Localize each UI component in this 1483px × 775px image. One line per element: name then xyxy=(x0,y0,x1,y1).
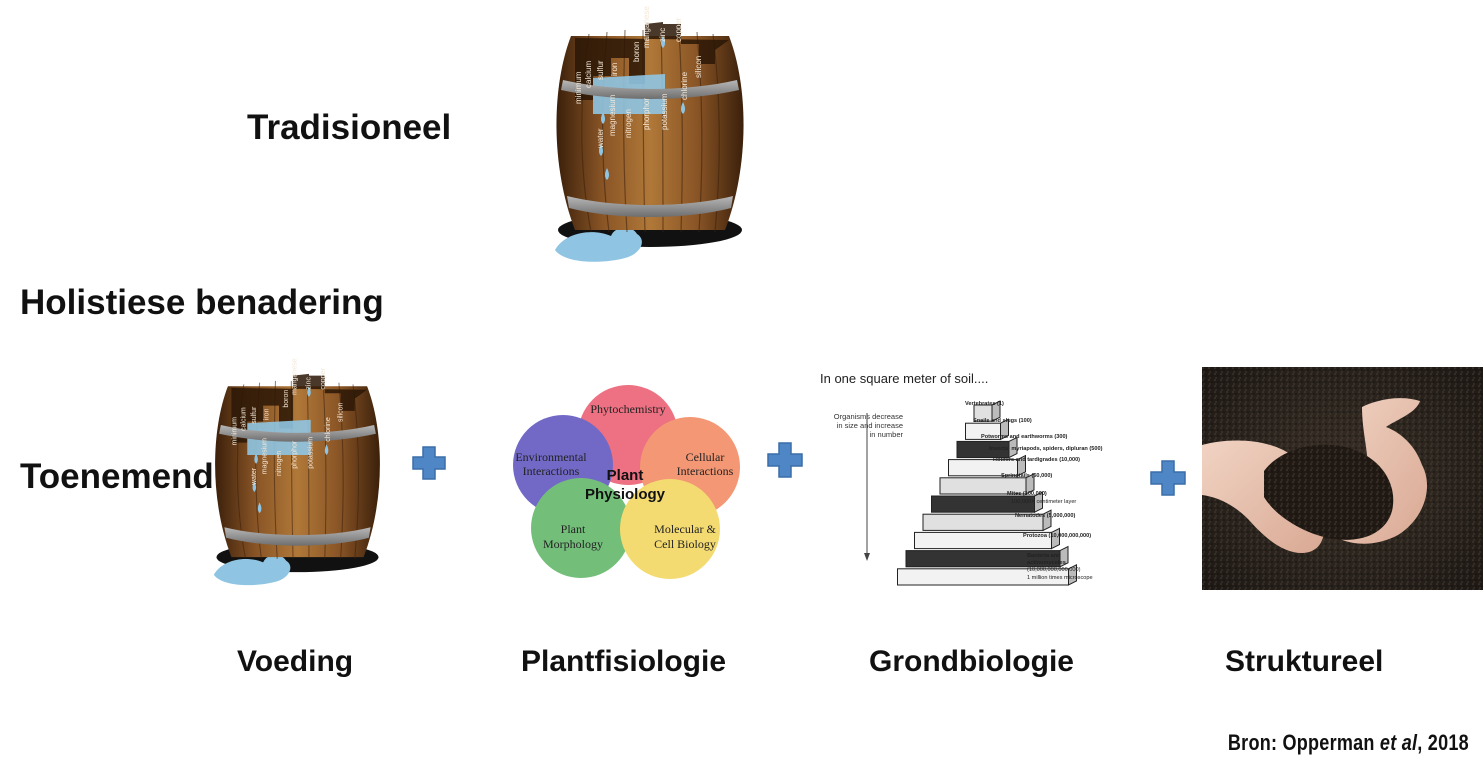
barrel-stave-label: boron xyxy=(283,390,290,408)
barrel-stave-label: phorphor xyxy=(642,98,651,130)
pyramid-level-label: Nematodes (5,000,000) xyxy=(1015,513,1075,519)
arrow-down-icon xyxy=(864,553,870,561)
barrel-stave-label: zinc xyxy=(306,377,313,390)
barrel-stave-label: nitrogen xyxy=(276,451,283,476)
pyramid-tiers xyxy=(897,400,1077,586)
pyramid-level-label: Insects, myriapods, spiders, dipluran (5… xyxy=(989,446,1103,452)
plant-physiology-venn-diagram: Phytochemistry Environmental Interaction… xyxy=(513,385,740,579)
barrel-stave-label: calcium xyxy=(241,407,248,431)
barrel-stave-label: water xyxy=(596,128,605,149)
pyramid-level-label: Potworms and earthworms (300) xyxy=(981,434,1068,440)
barrel-nutrition-illustration: water magnesium nitrogen phorphor potassium c… xyxy=(213,358,381,586)
pyramid-level-label: Bacteria and xyxy=(1027,553,1061,559)
pyramid-arrow-line3: in number xyxy=(870,430,904,439)
barrel-stave-labels: water magnesium nitrogen phorphor potassium c… xyxy=(232,358,345,486)
barrel-stave-label: iron xyxy=(263,408,270,420)
pyramid-tier-side xyxy=(1034,491,1043,514)
pyramid-level-label: Vertebrates (1) xyxy=(965,401,1004,407)
barrel-stave-label: minimum xyxy=(574,71,583,104)
soil-in-hands-photo xyxy=(1202,367,1483,590)
barrel-stave-label: iron xyxy=(610,63,619,76)
venn-center-line2: Physiology xyxy=(585,486,666,503)
pyramid-tier-side xyxy=(1042,509,1052,532)
barrel-stave-label: water xyxy=(251,467,258,486)
pyramid-level-label: 1 million times microscope xyxy=(1027,575,1093,581)
heading-increasing: Toenemend xyxy=(20,457,214,496)
pyramid-level-label: Mites (100,000) xyxy=(1007,491,1047,497)
source-suffix: , 2018 xyxy=(1417,730,1469,755)
venn-label-top: Phytochemistry xyxy=(590,402,665,416)
column-label-soil-biology: Grondbiologie xyxy=(869,645,1074,678)
barrel-stave-label: manganese xyxy=(642,6,651,48)
barrel-stave-label: magnesium xyxy=(262,438,269,474)
column-label-nutrition: Voeding xyxy=(237,645,354,678)
barrel-stave-label: sulfur xyxy=(596,60,605,80)
barrel-stave-label: zinc xyxy=(658,28,667,42)
venn-label-bottom-right-1: Molecular & xyxy=(654,522,716,536)
pyramid-level-labels: Vertebrates (1) Snails and slugs (100) Pot… xyxy=(965,401,1103,581)
column-label-structural: Struktureel xyxy=(1225,645,1384,678)
soil-biology-pyramid-diagram: In one square meter of soil.... Organism… xyxy=(820,371,1103,586)
barrel-stave-label: copper xyxy=(320,368,327,390)
pyramid-level-label: Rotifers and tardigrades (10,000) xyxy=(993,457,1080,463)
pyramid-tier-side xyxy=(1051,527,1060,550)
pyramid-tier-side xyxy=(1000,418,1009,441)
pyramid-level-label: (10,000,000,000,000) xyxy=(1027,567,1081,573)
pyramid-tier-side xyxy=(1017,454,1026,477)
pyramid-arrow-line2: in size and increase xyxy=(837,421,903,430)
plus-icon xyxy=(767,442,803,478)
pyramid-tier-side xyxy=(1059,545,1069,568)
source-prefix: Bron: Opperman xyxy=(1227,730,1381,755)
heading-holistic-approach: Holistiese benadering xyxy=(20,283,384,322)
barrel-stave-label: chlorine xyxy=(325,417,332,442)
plus-icon xyxy=(1150,460,1186,496)
venn-label-right-1: Cellular xyxy=(686,450,725,464)
pyramid-level-label: actinomycetes xyxy=(1027,560,1066,566)
venn-circle-morphology xyxy=(531,478,631,578)
pyramid-level-label: 100,000X centimeter layer xyxy=(1011,499,1076,505)
heading-traditional: Tradisioneel xyxy=(247,108,452,147)
pyramid-arrow-line1: Organisms decrease xyxy=(834,412,903,421)
barrel-stave-label: copper xyxy=(674,17,683,42)
pyramid-title: In one square meter of soil.... xyxy=(820,371,988,386)
venn-label-bottom-right-2: Cell Biology xyxy=(654,537,716,551)
barrel-stave-label: minimum xyxy=(232,417,239,446)
column-label-plant-physiology: Plantfisiologie xyxy=(521,645,727,678)
pyramid-level-label: Snails and slugs (100) xyxy=(973,418,1032,424)
barrel-stave-label: phorphor xyxy=(292,440,299,469)
pyramid-tier-side xyxy=(1068,563,1077,586)
barrel-stave-label: potassium xyxy=(660,93,669,130)
venn-label-right-2: Interactions xyxy=(677,464,734,478)
barrel-stave-label: calcium xyxy=(584,61,593,88)
venn-label-left-1: Environmental xyxy=(515,450,587,464)
barrel-stave-label: nitrogen xyxy=(624,109,633,138)
pyramid-tier-side xyxy=(991,400,1001,423)
barrel-stave-label: silicon xyxy=(694,56,703,78)
source-citation: Bron: Opperman et al, 2018 xyxy=(1228,730,1469,756)
barrel-stave-label: boron xyxy=(632,42,641,62)
barrel-stave-label: sulfur xyxy=(251,406,258,424)
barrel-stave-label: magnesium xyxy=(608,94,617,136)
barrel-stave-label: chlorine xyxy=(680,71,689,100)
pyramid-tier-side xyxy=(1025,472,1035,495)
plus-icon xyxy=(412,446,446,480)
barrel-stave-label: potassium xyxy=(307,437,314,469)
venn-label-left-2: Interactions xyxy=(523,464,580,478)
venn-label-bottom-left-1: Plant xyxy=(561,522,586,536)
venn-label-bottom-left-2: Morphology xyxy=(543,537,603,551)
source-italic: et al xyxy=(1380,730,1418,755)
pyramid-level-label: Protozoa (10,000,000,000) xyxy=(1023,533,1091,539)
venn-center-line1: Plant xyxy=(607,467,644,484)
barrel-stave-label: silicon xyxy=(337,402,344,422)
barrel-stave-label: manganese xyxy=(292,358,299,395)
venn-circle-molecular xyxy=(620,479,720,579)
pyramid-level-label: Springtails (50,000) xyxy=(1001,473,1052,479)
pyramid-tier-side xyxy=(1008,436,1018,459)
